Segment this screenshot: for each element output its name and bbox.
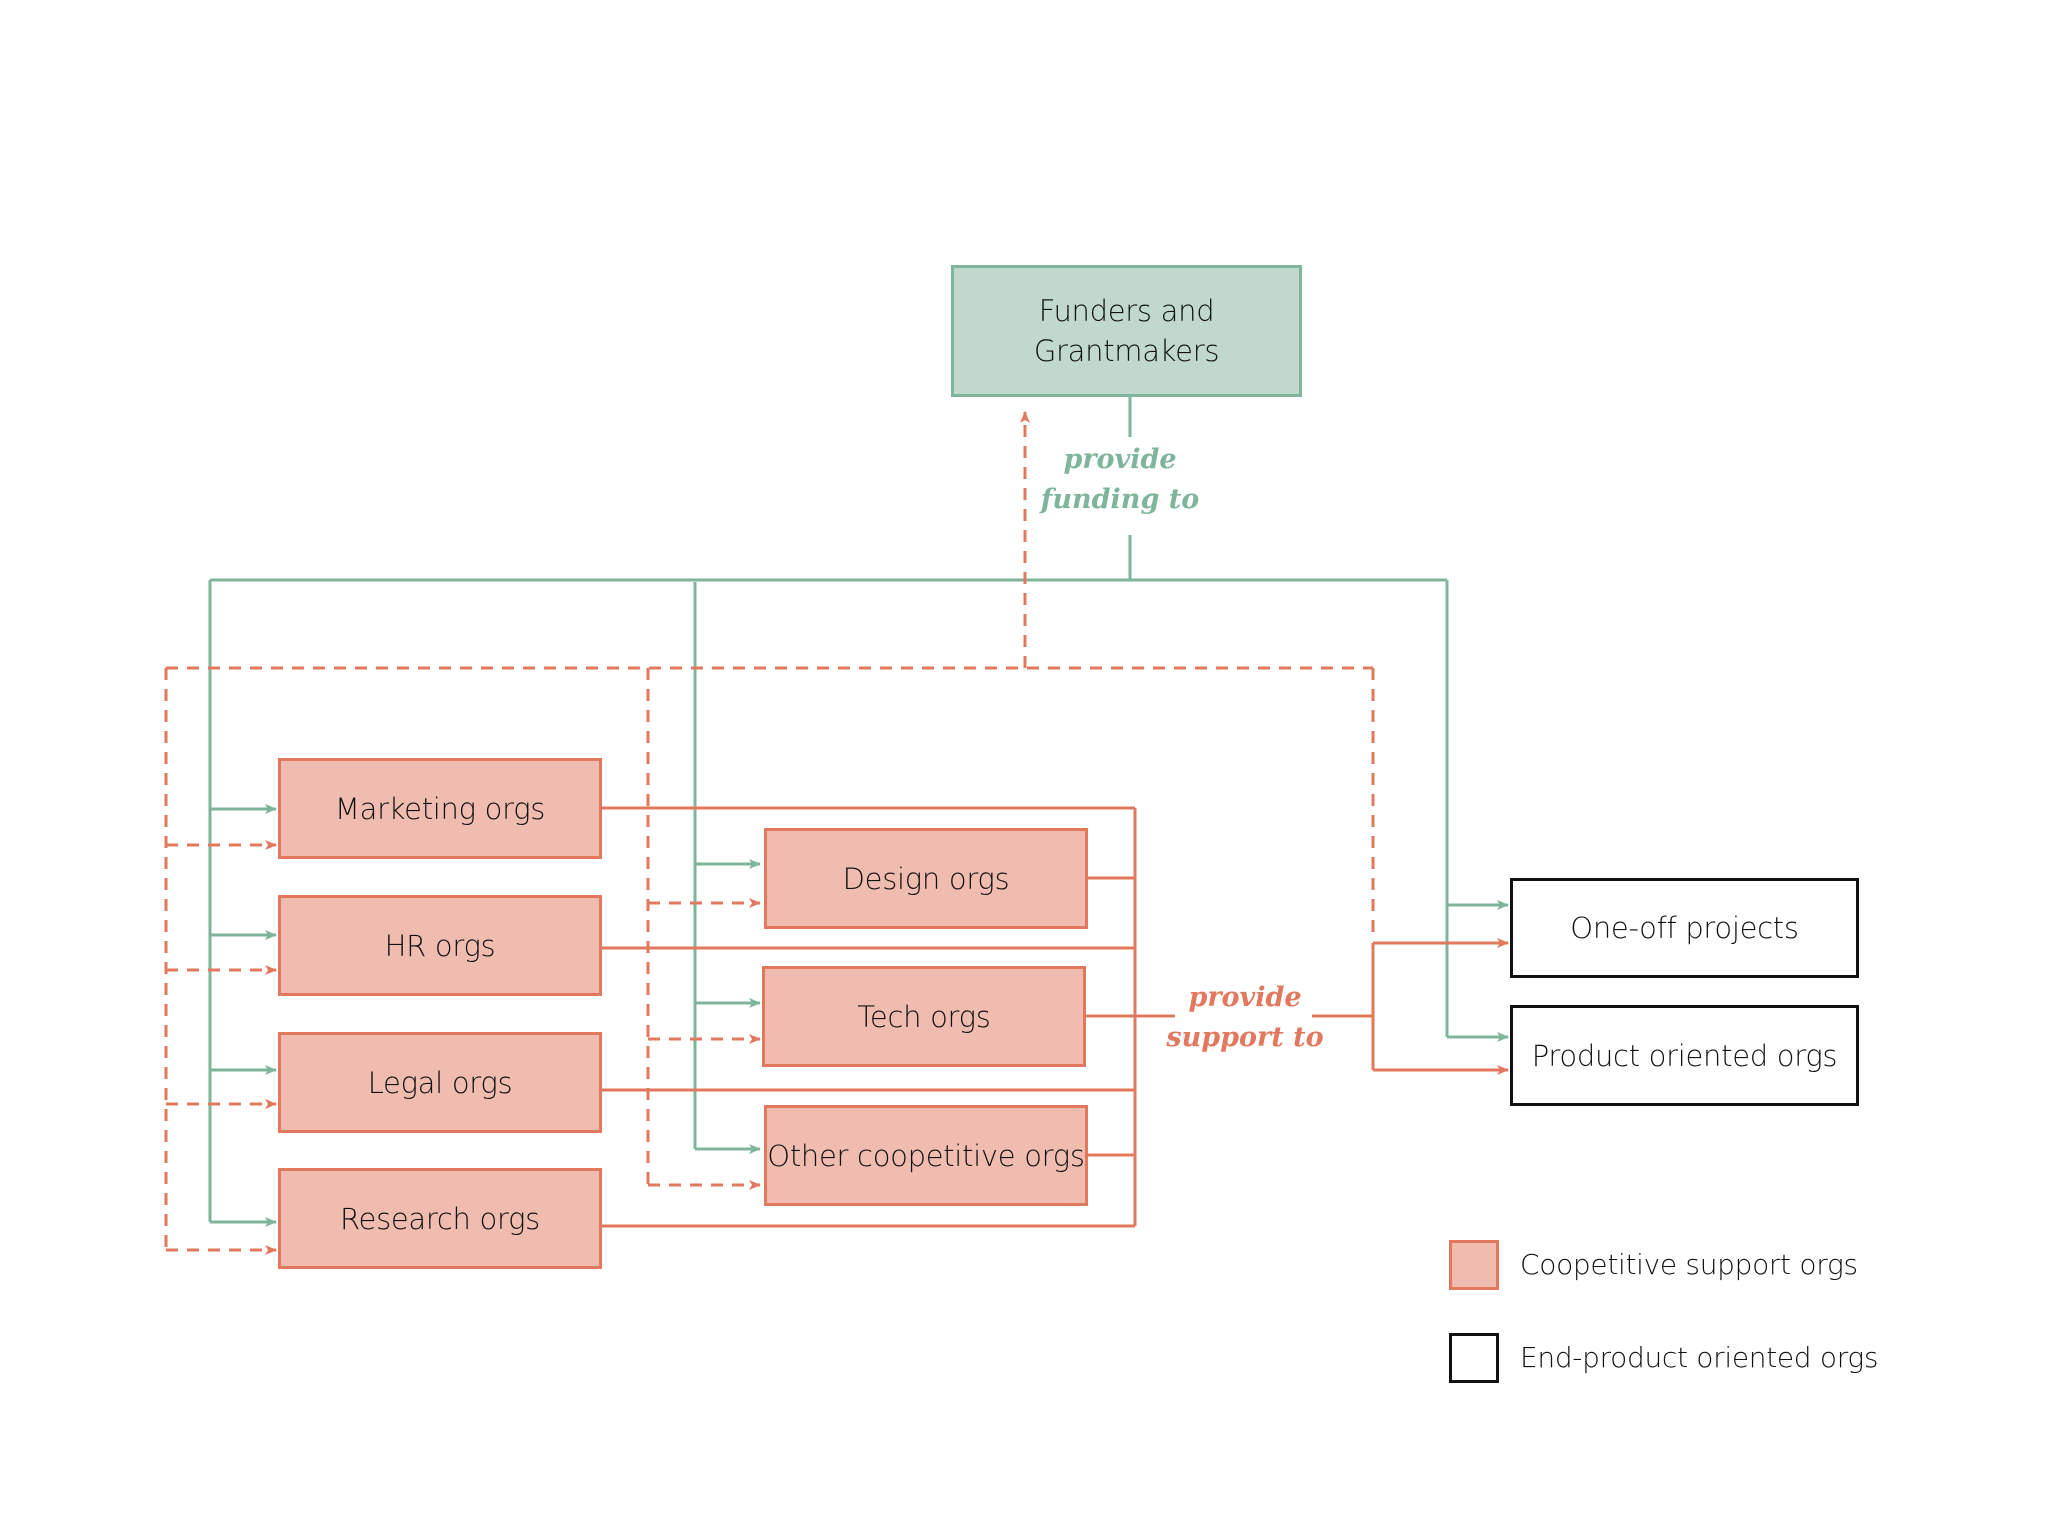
node-label: HR orgs: [384, 928, 496, 963]
node-research-orgs: Research orgs: [278, 1168, 602, 1269]
node-product-oriented-orgs: Product oriented orgs: [1510, 1005, 1859, 1106]
node-label: Funders and Grantmakers: [1033, 294, 1220, 368]
edge-label-support: provide support to: [1166, 982, 1324, 1053]
node-funders-grantmakers: Funders and Grantmakers: [951, 265, 1302, 397]
legend-swatch-coopetitive: [1449, 1240, 1499, 1290]
node-label: Research orgs: [339, 1201, 540, 1236]
node-hr-orgs: HR orgs: [278, 895, 602, 996]
node-label: Tech orgs: [857, 999, 991, 1034]
legend-label-end-product: End-product oriented orgs: [1520, 1341, 1879, 1374]
node-label: One-off projects: [1570, 911, 1799, 945]
node-design-orgs: Design orgs: [764, 828, 1088, 929]
edge-label-funding: provide funding to: [1040, 444, 1200, 515]
node-marketing-orgs: Marketing orgs: [278, 758, 602, 859]
node-label: Other coopetitive orgs: [767, 1138, 1085, 1173]
node-legal-orgs: Legal orgs: [278, 1032, 602, 1133]
node-other-coopetitive-orgs: Other coopetitive orgs: [764, 1105, 1088, 1206]
node-one-off-projects: One-off projects: [1510, 878, 1859, 978]
node-label: Legal orgs: [367, 1065, 513, 1100]
legend-swatch-end-product: [1449, 1333, 1499, 1383]
node-label: Marketing orgs: [334, 791, 546, 826]
node-label: Design orgs: [842, 861, 1010, 896]
legend-label-coopetitive: Coopetitive support orgs: [1520, 1248, 1858, 1281]
node-label: Product oriented orgs: [1531, 1038, 1838, 1073]
node-tech-orgs: Tech orgs: [762, 966, 1086, 1067]
